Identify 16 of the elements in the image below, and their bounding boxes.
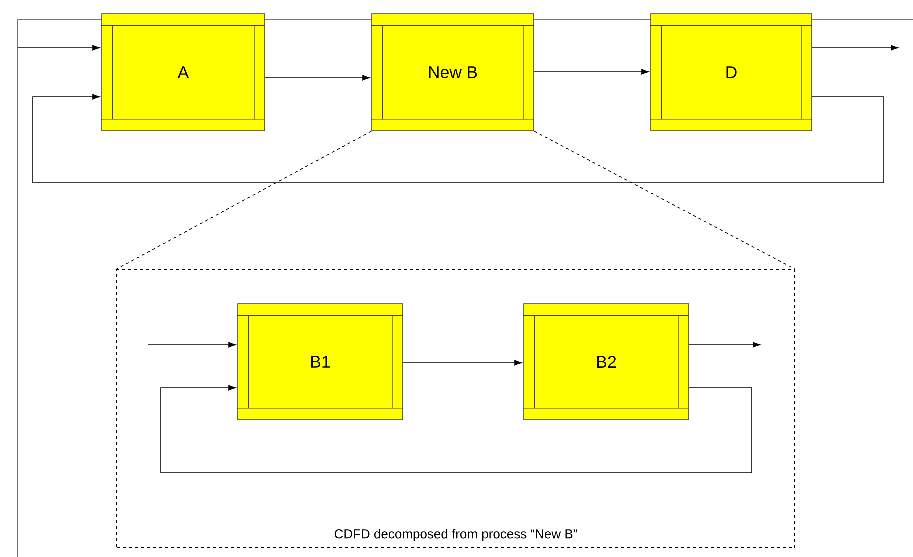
arrow	[160, 385, 752, 474]
arrow	[32, 94, 884, 184]
process-box: B1	[237, 304, 404, 420]
arrow	[534, 69, 650, 75]
zoom-line	[116, 131, 372, 270]
arrow	[18, 45, 100, 51]
arrow	[148, 342, 236, 348]
arrow	[689, 342, 761, 348]
arrow	[265, 75, 370, 81]
process-box: B2	[523, 304, 690, 420]
zoom-line	[534, 131, 796, 270]
arrow	[812, 45, 899, 51]
process-box: A	[101, 14, 266, 132]
arrow	[403, 360, 522, 366]
process-box: D	[650, 14, 813, 132]
process-box: New B	[371, 14, 535, 132]
